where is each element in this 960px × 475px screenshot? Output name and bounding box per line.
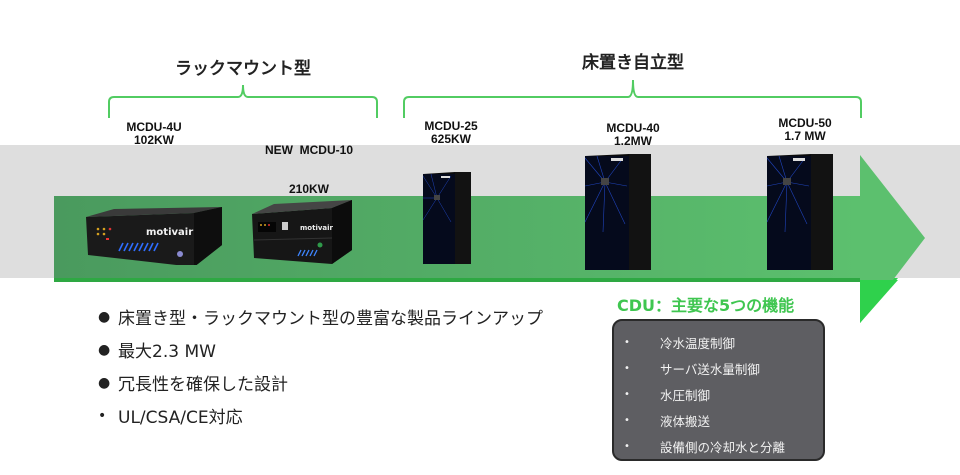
cdu-function-item: •サーバ送水量制御 [614, 355, 823, 381]
status-leds-icon [96, 227, 112, 236]
model-capacity: 1.7 MW [784, 129, 826, 143]
brand-logo: motivair [300, 224, 334, 232]
device-image-mcdu-40 [584, 154, 651, 270]
model-label-mcdu-50: MCDU-50 1.7 MW [735, 117, 875, 143]
feature-item: ●最大2.3 MW [98, 341, 216, 363]
group-title-floor: 床置き自立型 [582, 53, 684, 73]
device-image-mcdu-10: motivair [252, 200, 352, 264]
brace-rack [108, 84, 378, 118]
bullet-icon: • [624, 336, 630, 348]
bullet-icon: ● [98, 308, 111, 325]
model-name: MCDU-50 [778, 116, 832, 130]
cdu-function-item: •水圧制御 [614, 381, 823, 407]
device-image-mcdu-25 [422, 172, 471, 264]
brace-floor [403, 79, 862, 118]
cdu-function-item: •冷水温度制御 [614, 329, 823, 355]
brand-logo: motivair [146, 227, 193, 238]
feature-item: •UL/CSA/CE対応 [98, 407, 243, 429]
cdu-function-item: •液体搬送 [614, 407, 823, 433]
model-capacity: 625KW [430, 132, 471, 146]
bullet-icon: ● [98, 341, 111, 358]
feature-list: ●床置き型・ラックマウント型の豊富な製品ラインアップ ●最大2.3 MW ●冗長… [98, 300, 543, 432]
model-name: MCDU-25 [424, 119, 478, 133]
model-capacity: 210KW [288, 182, 329, 196]
blue-vent-glow-icon [118, 242, 159, 252]
bullet-icon: • [624, 388, 630, 400]
blue-vent-glow-icon [297, 249, 318, 257]
arrow-head-bright [860, 280, 898, 323]
model-capacity: 1.2MW [613, 134, 652, 148]
cdu-functions-title: CDU：主要な5つの機能 [617, 296, 795, 315]
bullet-icon: ● [98, 374, 111, 391]
model-name: MCDU-40 [606, 121, 660, 135]
green-band-underline [54, 278, 860, 282]
model-name: MCDU-4U [126, 120, 182, 134]
cdu-functions-box: •冷水温度制御 •サーバ送水量制御 •水圧制御 •液体搬送 •設備側の冷却水と分… [612, 319, 825, 461]
model-label-mcdu-10: NEW MCDU-10 210KW [239, 118, 379, 209]
model-name: NEW MCDU-10 [264, 143, 353, 157]
model-label-mcdu-25: MCDU-25 625KW [381, 120, 521, 146]
device-image-mcdu-50 [766, 154, 833, 270]
bullet-icon: • [624, 362, 630, 374]
model-label-mcdu-4u: MCDU-4U 102KW [84, 121, 224, 147]
feature-item: ●冗長性を確保した設計 [98, 374, 288, 396]
bullet-icon: • [624, 414, 630, 426]
device-image-mcdu-4u: motivair [86, 207, 222, 265]
model-label-mcdu-40: MCDU-40 1.2MW [563, 122, 703, 148]
feature-item: ●床置き型・ラックマウント型の豊富な製品ラインアップ [98, 308, 543, 330]
model-capacity: 102KW [133, 133, 174, 147]
bullet-icon: • [624, 440, 630, 452]
bullet-icon: • [98, 407, 107, 424]
cdu-function-item: •設備側の冷却水と分離 [614, 433, 823, 459]
group-title-rack: ラックマウント型 [175, 59, 311, 79]
